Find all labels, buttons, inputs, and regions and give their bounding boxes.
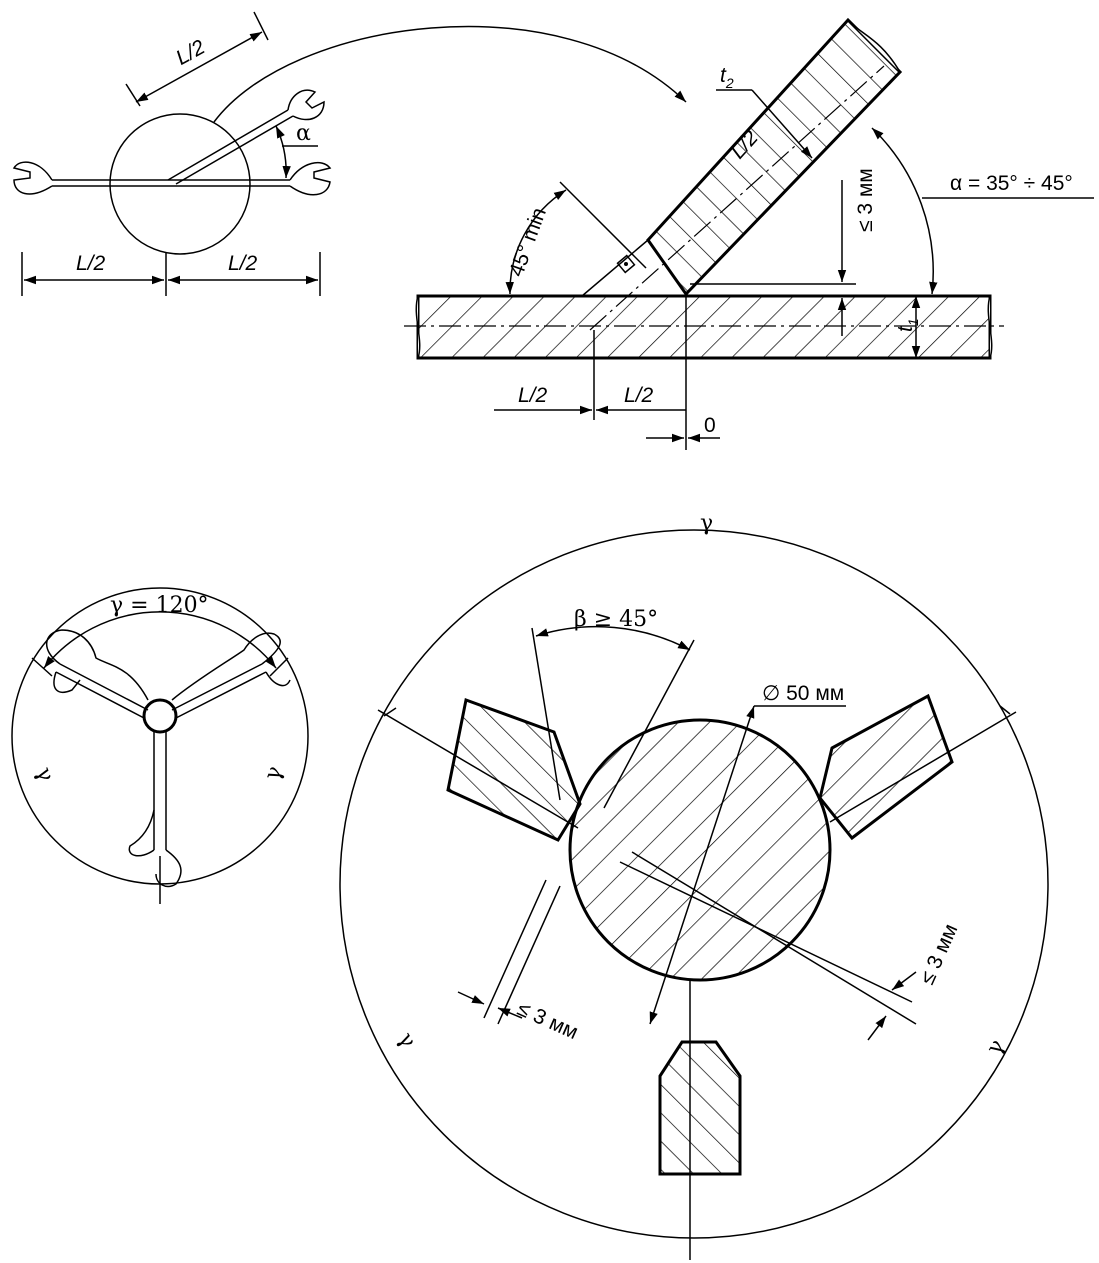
t2-label: t2 bbox=[720, 64, 734, 91]
gamma-left-label: γ bbox=[31, 764, 59, 785]
central-rod-section bbox=[568, 718, 832, 982]
alpha-arc bbox=[275, 125, 291, 179]
wrench-section-left bbox=[446, 697, 582, 842]
vertical-gap-label: ≤ 3 мм bbox=[854, 168, 877, 232]
top-left-wrench-diagram: α L/2 L/2 L/2 bbox=[12, 11, 332, 296]
alpha-label: α bbox=[296, 121, 311, 146]
diameter-label: ∅ 50 мм bbox=[762, 682, 844, 705]
gamma-top-label: γ bbox=[700, 511, 713, 536]
alpha-range-label: α = 35° ÷ 45° bbox=[950, 172, 1073, 195]
rotation-circle bbox=[109, 113, 251, 255]
angled-plate bbox=[646, 17, 903, 297]
wrench-angled bbox=[167, 89, 325, 185]
gamma-120-label: γ = 120° bbox=[110, 593, 209, 618]
angle-min-label: 45° min bbox=[505, 205, 551, 280]
t1-label: t1 bbox=[894, 318, 921, 332]
bottom-left-assembly: γ = 120° γ γ bbox=[11, 587, 309, 904]
left-gap-label: ≤ 3 мм bbox=[514, 997, 582, 1044]
assembly-circle bbox=[11, 587, 309, 885]
bottom-right-detail: γ γ γ ∅ 50 мм β ≥ 45° ≤ 3 мм ≤ bbox=[339, 511, 1049, 1260]
bottom-right-half-label: L/2 bbox=[624, 384, 654, 407]
gamma-right-label: γ bbox=[260, 763, 288, 784]
transfer-arrow bbox=[213, 25, 687, 123]
gamma-bottom-left-label: γ bbox=[393, 1028, 421, 1052]
right-gap-label: ≤ 3 мм bbox=[916, 920, 963, 988]
outer-circle bbox=[339, 529, 1049, 1239]
central-rod bbox=[142, 698, 178, 734]
wrench-section-bottom bbox=[658, 1040, 742, 1176]
top-right-section: t2 L/2 α = 35° ÷ 45° 45° min ≤ 3 мм t1 L… bbox=[404, 17, 1094, 450]
weld-outline bbox=[581, 238, 687, 297]
beta-label: β ≥ 45° bbox=[574, 607, 658, 632]
zero-label: 0 bbox=[704, 414, 716, 437]
gamma-bottom-right-label: γ bbox=[982, 1035, 1010, 1059]
wrench-horizontal bbox=[12, 161, 332, 196]
right-half-length-label: L/2 bbox=[228, 252, 258, 275]
left-half-length-label: L/2 bbox=[76, 252, 106, 275]
bottom-left-half-label: L/2 bbox=[518, 384, 548, 407]
wrench-section-right bbox=[818, 693, 954, 841]
